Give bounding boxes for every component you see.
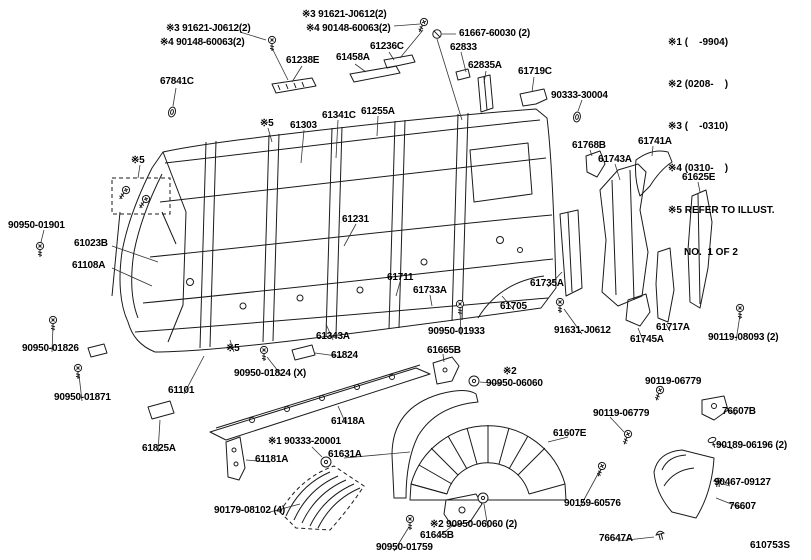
part-label: 61743A bbox=[598, 154, 632, 165]
bolt-icon bbox=[620, 428, 634, 447]
part-label: 90333-30004 bbox=[551, 90, 608, 101]
part-label: 61645B bbox=[420, 530, 454, 541]
rocker-sill-parts bbox=[87, 343, 460, 481]
part-label: 90950-01901 bbox=[8, 220, 65, 231]
bolt-icon bbox=[735, 303, 745, 320]
part-label: 61238E bbox=[286, 55, 320, 66]
part-label: 90119-08093 (2) bbox=[708, 332, 779, 343]
part-label: 67841C bbox=[160, 76, 194, 87]
part-label: ※5 bbox=[131, 155, 145, 166]
part-label: 61824 bbox=[331, 350, 358, 361]
part-label: ※4 90148-60063(2) bbox=[306, 23, 391, 34]
part-label: 91631-J0612 bbox=[554, 325, 611, 336]
reference-box bbox=[111, 177, 177, 297]
legend-line: ※5 REFER TO ILLUST. bbox=[668, 205, 775, 216]
part-label: 61733A bbox=[413, 285, 447, 296]
part-label: 90950-01824 (X) bbox=[234, 368, 307, 379]
part-label: ※2 bbox=[503, 366, 517, 377]
bolt-icon bbox=[405, 514, 415, 531]
part-label: 61825A bbox=[142, 443, 176, 454]
part-label: 62833 bbox=[450, 42, 477, 53]
legend-line: ※4 (0310- ) bbox=[668, 163, 729, 174]
legend-line: ※1 ( -9904) bbox=[668, 37, 729, 48]
diagram-number: 610753S bbox=[750, 540, 791, 551]
legend-line: ※2 (0208- ) bbox=[668, 79, 729, 90]
bolt-icon bbox=[48, 315, 58, 332]
grommet-icon bbox=[572, 110, 582, 124]
part-label: 61667-60030 (2) bbox=[459, 28, 530, 39]
legend: ※1 ( -9904) ※2 (0208- ) ※3 ( -0310) ※4 (… bbox=[668, 8, 775, 288]
part-label: ※5 bbox=[226, 343, 240, 354]
bolt-icon bbox=[259, 345, 269, 362]
part-label: 62835A bbox=[468, 60, 502, 71]
part-label: 61418A bbox=[331, 416, 365, 427]
bolt-icon bbox=[594, 460, 608, 479]
wheelhouse-parts bbox=[391, 390, 567, 527]
right-reinforcement-parts bbox=[559, 150, 713, 327]
ring-clip-icon bbox=[468, 375, 480, 387]
part-label: 76647A bbox=[599, 533, 633, 544]
part-label: 61768B bbox=[572, 140, 606, 151]
part-label: 90119-06779 bbox=[593, 408, 650, 419]
part-label: 61665B bbox=[427, 345, 461, 356]
part-label: 90950-06060 bbox=[486, 378, 543, 389]
bolt-icon bbox=[267, 35, 277, 52]
part-label: 61735A bbox=[530, 278, 564, 289]
part-label: 76607B bbox=[722, 406, 756, 417]
grommet-icon bbox=[166, 105, 178, 119]
part-label: 61343A bbox=[316, 331, 350, 342]
bolt-icon bbox=[652, 384, 666, 403]
part-label: 61181A bbox=[255, 454, 289, 465]
part-label: ※3 91621-J0612(2) bbox=[302, 9, 387, 20]
bolt-icon bbox=[35, 241, 45, 258]
part-label: ※2 90950-06060 (2) bbox=[430, 519, 518, 530]
part-label: 61741A bbox=[638, 136, 672, 147]
bolt-icon bbox=[116, 184, 132, 202]
upper-small-parts bbox=[271, 54, 606, 178]
clip-icon bbox=[432, 29, 442, 39]
part-label: 90179-08102 (4) bbox=[214, 505, 285, 516]
body-side-panel-art bbox=[119, 108, 557, 353]
legend-line: NO. 1 OF 2 bbox=[684, 247, 738, 258]
legend-line: ※3 ( -0310) bbox=[668, 121, 729, 132]
part-label: 61625E bbox=[682, 172, 716, 183]
part-label: 90189-06196 (2) bbox=[716, 440, 787, 451]
part-label: 61255A bbox=[361, 106, 395, 117]
part-label: 61303 bbox=[290, 120, 317, 131]
mudguard-parts bbox=[653, 395, 729, 519]
part-label: 76607 bbox=[729, 501, 756, 512]
part-label: ※3 91621-J0612(2) bbox=[166, 23, 251, 34]
part-label: 90950-01826 bbox=[22, 343, 79, 354]
part-label: 90467-09127 bbox=[714, 477, 771, 488]
part-label: 61631A bbox=[328, 449, 362, 460]
bolt-icon bbox=[73, 363, 83, 380]
part-label: 90950-01933 bbox=[428, 326, 485, 337]
push-clip-icon bbox=[654, 529, 666, 542]
part-label: ※5 bbox=[260, 118, 274, 129]
bolt-icon bbox=[555, 297, 565, 314]
part-label: 61108A bbox=[72, 260, 106, 271]
part-label: 61719C bbox=[518, 66, 552, 77]
part-label: ※4 90148-60063(2) bbox=[160, 37, 245, 48]
ring-clip-icon bbox=[477, 492, 489, 504]
part-label: 90950-01871 bbox=[54, 392, 111, 403]
part-label: 61231 bbox=[342, 214, 369, 225]
part-label: 61607E bbox=[553, 428, 587, 439]
part-label: 61458A bbox=[336, 52, 370, 63]
part-label: 61023B bbox=[74, 238, 108, 249]
part-label: 61745A bbox=[630, 334, 664, 345]
part-label: 61705 bbox=[500, 301, 527, 312]
part-label: 90950-01759 bbox=[376, 542, 433, 553]
part-label: ※1 90333-20001 bbox=[268, 436, 341, 447]
part-label: 61236C bbox=[370, 41, 404, 52]
part-label: 61341C bbox=[322, 110, 356, 121]
part-label: 61101 bbox=[168, 385, 195, 396]
part-label: 61711 bbox=[387, 272, 414, 283]
part-label: 90119-06779 bbox=[645, 376, 702, 387]
part-label: 61717A bbox=[656, 322, 690, 333]
ribbed-vent-part bbox=[279, 465, 365, 531]
part-label: 90159-60576 bbox=[564, 498, 621, 509]
